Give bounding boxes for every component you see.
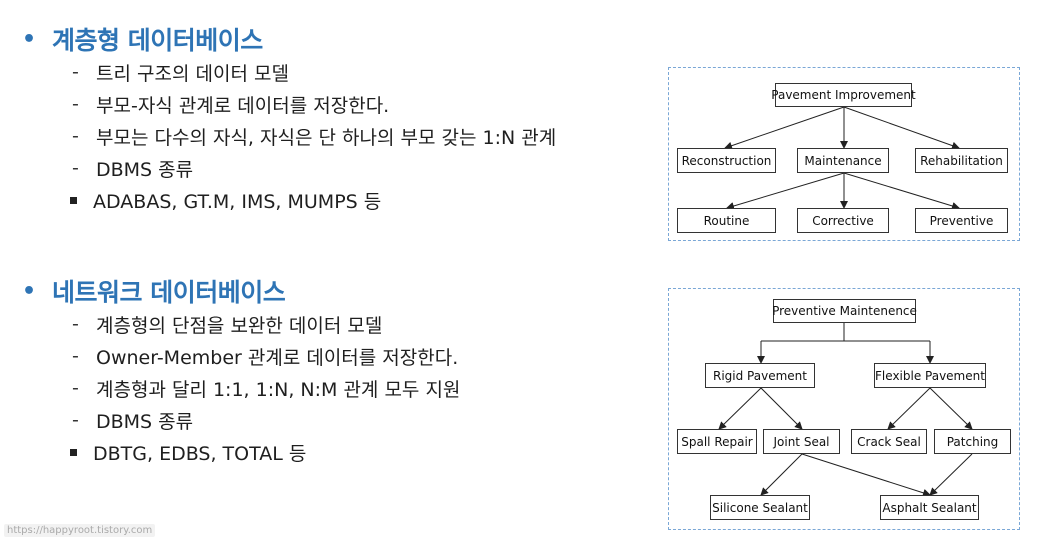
node-pavement-improvement: Pavement Improvement bbox=[771, 83, 916, 107]
node-rigid-pavement: Rigid Pavement bbox=[705, 363, 815, 388]
edge bbox=[724, 106, 845, 150]
network-section: • 네트워크 데이터베이스 -계층형의 단점을 보완한 데이터 모델 -Owne… bbox=[22, 274, 460, 468]
list-item: -DBMS 종류 bbox=[72, 404, 460, 436]
edge bbox=[726, 172, 845, 210]
node-flexible-pavement: Flexible Pavement bbox=[874, 363, 986, 388]
list-item: -계층형의 단점을 보완한 데이터 모델 bbox=[72, 308, 460, 340]
node-maintenance: Maintenance bbox=[797, 148, 889, 173]
node-patching: Patching bbox=[934, 429, 1011, 454]
network-heading: • 네트워크 데이터베이스 bbox=[22, 274, 460, 308]
list-item-text: Owner-Member 관계로 데이터를 저장한다. bbox=[96, 346, 459, 369]
square-bullet bbox=[70, 448, 77, 456]
list-item: -DBMS 종류 bbox=[72, 152, 556, 184]
network-diagram: Preventive Maintenence Rigid Pavement Fl… bbox=[668, 288, 1020, 530]
edge bbox=[801, 453, 931, 497]
list-item-text: DBMS 종류 bbox=[96, 410, 194, 433]
list-item: -부모-자식 관계로 데이터를 저장한다. bbox=[72, 88, 556, 120]
node-routine: Routine bbox=[677, 208, 776, 233]
node-silicone-sealant: Silicone Sealant bbox=[710, 495, 810, 520]
list-item: -계층형과 달리 1:1, 1:N, N:M 관계 모두 지원 bbox=[72, 372, 460, 404]
list-item-text: 계층형과 달리 1:1, 1:N, N:M 관계 모두 지원 bbox=[96, 378, 461, 401]
list-item-text: 부모는 다수의 자식, 자식은 단 하나의 부모 갖는 1:N 관계 bbox=[96, 126, 557, 149]
edge bbox=[843, 106, 960, 150]
edge bbox=[929, 453, 973, 496]
sub-list-item-text: ADABAS, GT.M, IMS, MUMPS 등 bbox=[93, 190, 382, 213]
sub-list-item-text: DBTG, EDBS, TOTAL 등 bbox=[93, 442, 307, 465]
network-items: -계층형의 단점을 보완한 데이터 모델 -Owner-Member 관계로 데… bbox=[72, 308, 460, 436]
hierarchical-diagram: Pavement Improvement Reconstruction Main… bbox=[668, 67, 1020, 241]
bullet-dot: • bbox=[22, 278, 37, 304]
edge bbox=[887, 387, 931, 430]
edge bbox=[760, 453, 803, 496]
network-title: 네트워크 데이터베이스 bbox=[52, 278, 286, 307]
sub-list-item: ADABAS, GT.M, IMS, MUMPS 등 bbox=[70, 184, 556, 216]
list-item: -트리 구조의 데이터 모델 bbox=[72, 56, 556, 88]
list-item-text: 계층형의 단점을 보완한 데이터 모델 bbox=[96, 314, 383, 337]
list-item-text: 부모-자식 관계로 데이터를 저장한다. bbox=[96, 94, 390, 117]
node-joint-seal: Joint Seal bbox=[763, 429, 840, 454]
node-asphalt-sealant: Asphalt Sealant bbox=[880, 495, 979, 520]
list-item: -Owner-Member 관계로 데이터를 저장한다. bbox=[72, 340, 460, 372]
edge bbox=[843, 172, 960, 210]
node-spall-repair: Spall Repair bbox=[677, 429, 757, 454]
network-diagram-edges bbox=[718, 323, 973, 497]
watermark: https://happyroot.tistory.com bbox=[4, 524, 156, 537]
edge bbox=[929, 387, 973, 430]
sub-list-item: DBTG, EDBS, TOTAL 등 bbox=[70, 436, 460, 468]
list-item: -부모는 다수의 자식, 자식은 단 하나의 부모 갖는 1:N 관계 bbox=[72, 120, 556, 152]
edge bbox=[760, 387, 803, 430]
square-bullet bbox=[70, 196, 77, 204]
list-item-text: DBMS 종류 bbox=[96, 158, 194, 181]
node-preventive-maintenence: Preventive Maintenence bbox=[772, 299, 917, 323]
node-rehabilitation: Rehabilitation bbox=[915, 148, 1008, 173]
node-preventive: Preventive bbox=[915, 208, 1008, 233]
hierarchical-items: -트리 구조의 데이터 모델 -부모-자식 관계로 데이터를 저장한다. -부모… bbox=[72, 56, 556, 184]
node-corrective: Corrective bbox=[797, 208, 889, 233]
node-reconstruction: Reconstruction bbox=[677, 148, 776, 173]
hierarchical-heading: • 계층형 데이터베이스 bbox=[22, 22, 556, 56]
list-item-text: 트리 구조의 데이터 모델 bbox=[96, 62, 289, 85]
edge bbox=[718, 387, 762, 430]
hierarchical-diagram-edges bbox=[724, 106, 960, 210]
hierarchical-section: • 계층형 데이터베이스 -트리 구조의 데이터 모델 -부모-자식 관계로 데… bbox=[22, 22, 556, 216]
node-crack-seal: Crack Seal bbox=[851, 429, 927, 454]
hierarchical-title: 계층형 데이터베이스 bbox=[52, 26, 263, 55]
bullet-dot: • bbox=[22, 26, 37, 52]
